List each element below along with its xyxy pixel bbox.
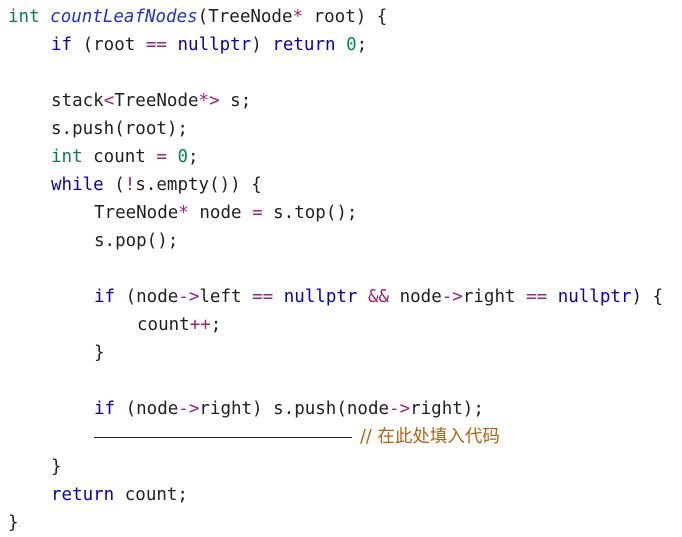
token-operator: == (145, 35, 167, 55)
token-keyword: nullptr (557, 287, 632, 307)
token-text: ; (188, 147, 199, 167)
token-text: s.pop(); (94, 231, 179, 251)
token-text: (node (115, 287, 179, 307)
token-text: node (389, 287, 442, 307)
code-line-8: s.pop(); (94, 227, 178, 255)
token-text (547, 287, 558, 307)
token-keyword: nullptr (177, 35, 252, 55)
code-line-6: while (!s.empty()) { (51, 171, 262, 199)
token-type: int (51, 147, 83, 167)
token-operator: ! (124, 175, 136, 195)
token-pointer: * (198, 91, 210, 111)
token-text: (node (115, 399, 179, 419)
token-number: 0 (346, 35, 357, 55)
token-text: count (82, 147, 157, 167)
token-keyword: if (51, 35, 73, 55)
token-function-name: countLeafNodes (50, 7, 198, 27)
token-operator: == (526, 287, 548, 307)
token-keyword: return (272, 35, 336, 55)
token-text: s; (219, 91, 252, 111)
code-line-1: int countLeafNodes(TreeNode* root) { (8, 3, 387, 31)
token-text: (TreeNode (197, 7, 293, 27)
token-number: 0 (177, 147, 189, 167)
code-line-11: } (94, 339, 105, 367)
token-type: int (8, 7, 40, 27)
token-text: ; (356, 35, 368, 55)
token-text: node (188, 203, 253, 223)
token-text: } (51, 457, 62, 477)
token-text: (root (72, 35, 146, 55)
token-operator: ++ (189, 315, 211, 335)
token-pointer: * (178, 203, 189, 223)
token-text: s.top(); (262, 203, 358, 223)
token-text: right) s.push(node (199, 399, 390, 419)
token-text: ; (210, 315, 222, 335)
token-operator: -> (178, 399, 200, 419)
token-operator: = (156, 147, 167, 167)
code-line-14: } (51, 453, 62, 481)
code-line-13: // 在此处填入代码 (94, 423, 500, 451)
token-text: TreeNode (114, 91, 199, 111)
fill-in-blank[interactable] (94, 436, 352, 438)
token-text: count (137, 315, 190, 335)
token-text: root) { (303, 7, 388, 27)
token-keyword: if (94, 287, 116, 307)
token-operator: = (252, 203, 263, 223)
token-text (357, 287, 368, 307)
token-text: s.empty()) { (135, 175, 262, 195)
token-keyword: nullptr (283, 287, 358, 307)
token-text (273, 287, 284, 307)
code-line-15: return count; (51, 481, 188, 509)
token-text (336, 35, 347, 55)
token-operator: -> (441, 287, 463, 307)
code-line-5: int count = 0; (51, 143, 199, 171)
token-keyword: return (51, 485, 115, 505)
token-text: right); (410, 399, 484, 419)
token-text (167, 147, 178, 167)
token-text: stack (51, 91, 104, 111)
code-line-9: if (node->left == nullptr && node->right… (94, 283, 663, 311)
code-line-10: count++; (137, 311, 221, 339)
token-operator: -> (178, 287, 200, 307)
code-comment: // 在此处填入代码 (360, 427, 500, 447)
token-pointer: * (292, 7, 304, 27)
token-text: ( (103, 175, 125, 195)
code-line-16: } (8, 509, 19, 537)
token-operator: -> (389, 399, 411, 419)
code-line-2: if (root == nullptr) return 0; (51, 31, 367, 59)
token-text: count; (114, 485, 188, 505)
token-keyword: while (51, 175, 104, 195)
token-text: s.push(root); (51, 119, 188, 139)
code-line-3: stack<TreeNode*> s; (51, 87, 251, 115)
token-keyword: if (94, 399, 116, 419)
token-text: } (8, 513, 19, 533)
code-line-4: s.push(root); (51, 115, 188, 143)
token-operator: && (368, 287, 390, 307)
code-line-7: TreeNode* node = s.top(); (94, 199, 357, 227)
token-text: ) { (631, 287, 664, 307)
token-text: ) (251, 35, 273, 55)
token-text: right (462, 287, 527, 307)
code-line-12: if (node->right) s.push(node->right); (94, 395, 484, 423)
token-operator: == (252, 287, 274, 307)
token-operator: < (103, 91, 115, 111)
token-text: } (94, 343, 105, 363)
token-operator: > (209, 91, 220, 111)
token-text: TreeNode (94, 203, 179, 223)
token-text: left (199, 287, 253, 307)
token-text (167, 35, 178, 55)
